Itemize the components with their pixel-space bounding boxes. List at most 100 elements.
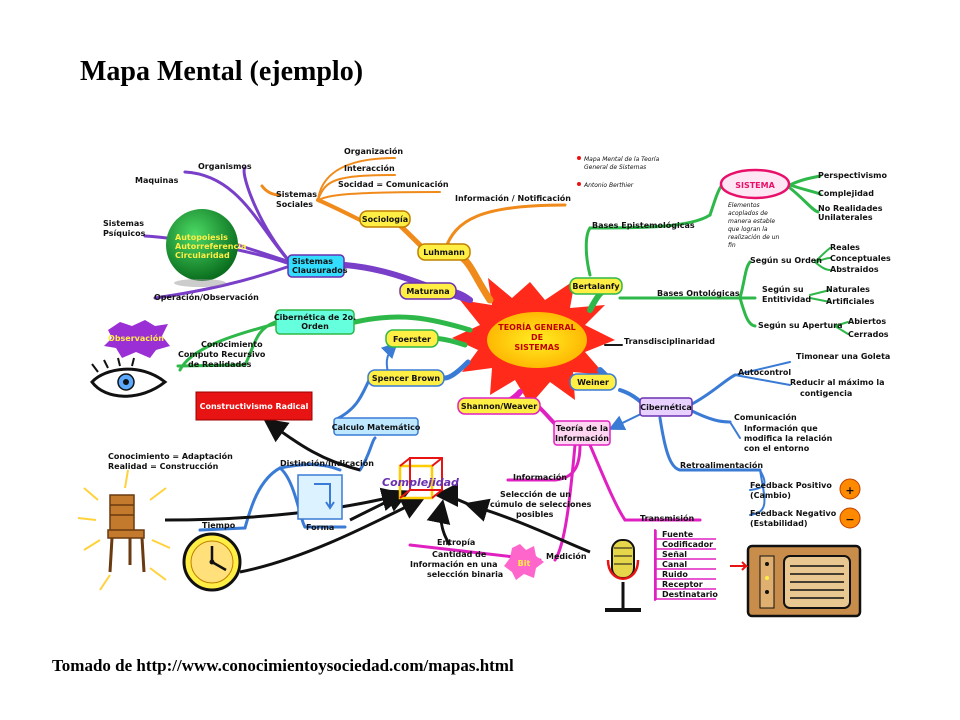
eye-icon xyxy=(90,357,168,398)
node-teoria-informacion: Teoría de la Información xyxy=(553,420,611,446)
svg-text:acoplados de: acoplados de xyxy=(728,210,768,217)
label-informacion-modifica-1: Información que xyxy=(744,423,818,433)
label-conocimiento-adaptacion: Conocimiento = Adaptación xyxy=(108,451,233,461)
right-connectors xyxy=(408,174,849,601)
plus-icon: + xyxy=(845,484,854,497)
label-transmision: Transmisión xyxy=(640,513,694,523)
node-shannon: Shannon/Weaver xyxy=(457,397,541,415)
label-maquinas: Maquinas xyxy=(135,176,179,185)
node-luhmann: Luhmann xyxy=(417,243,471,261)
svg-text:realización de un: realización de un xyxy=(728,234,780,241)
label-no-realidades-2: Unilaterales xyxy=(818,213,873,222)
source-caption: Tomado de http://www.conocimientoysocied… xyxy=(52,656,514,675)
label-abiertos: Abiertos xyxy=(848,317,886,326)
label-conocimiento-3: de Realidades xyxy=(188,360,252,369)
svg-text:Cibernética: Cibernética xyxy=(640,402,692,412)
label-timonear: Timonear una Goleta xyxy=(796,352,890,361)
label-sociedad: Socidad = Comunicación xyxy=(338,179,449,189)
label-artificiales: Artificiales xyxy=(826,297,875,306)
label-sistemas-psiquicos-1: Sistemas xyxy=(103,219,144,228)
node-sistema: SISTEMA xyxy=(719,168,791,200)
label-entropia: Entropía xyxy=(437,538,475,547)
plus-badge: + xyxy=(839,478,861,500)
label-ruido: Ruido xyxy=(662,570,688,579)
label-organismos: Organismos xyxy=(198,162,252,171)
left-nodes: Organización Interacción Socidad = Comun… xyxy=(77,146,571,592)
node-spencer-brown: Spencer Brown xyxy=(367,369,445,387)
label-informacion: Información xyxy=(513,472,567,482)
label-perspectivismo: Perspectivismo xyxy=(818,171,888,180)
node-autopoiesis: Autopoiesis Autorreferencia Circularidad xyxy=(166,209,246,287)
label-sistemas-sociales-1: Sistemas xyxy=(276,190,317,199)
label-destinatario: Destinatario xyxy=(662,590,718,599)
observacion-badge: Observación xyxy=(104,320,170,358)
svg-text:Constructivismo Radical: Constructivismo Radical xyxy=(200,402,309,411)
note-mapa-1: Mapa Mental de la Teoría xyxy=(584,156,660,163)
label-elementos-1: Elementos xyxy=(728,202,760,209)
node-cibernetica-2o: Cibernética de 2o. Orden xyxy=(274,309,356,335)
label-medicion: Medición xyxy=(546,551,587,561)
transmision-list: Fuente Codificador Señal Canal Ruido Rec… xyxy=(655,530,718,600)
svg-text:posibles: posibles xyxy=(516,510,554,519)
label-fuente: Fuente xyxy=(662,530,694,539)
right-nodes: Mapa Mental de la Teoría General de Sist… xyxy=(410,156,891,618)
clock-icon xyxy=(182,532,242,592)
label-conocimiento-1: Conocimiento xyxy=(201,340,263,349)
label-reales: Reales xyxy=(830,243,860,252)
bit-badge: Bit xyxy=(504,544,544,580)
center-label-2: DE xyxy=(531,333,543,342)
node-constructivismo: Constructivismo Radical xyxy=(195,391,313,421)
microphone-icon xyxy=(605,539,641,612)
label-senal: Señal xyxy=(662,550,687,559)
label-distincion: Distinción/Indicación xyxy=(280,458,374,468)
label-observacion: Observación xyxy=(108,333,164,343)
svg-text:(Cambio): (Cambio) xyxy=(750,491,791,500)
svg-text:Shannon/Weaver: Shannon/Weaver xyxy=(461,402,537,411)
svg-text:(Estabilidad): (Estabilidad) xyxy=(750,519,808,528)
svg-text:SISTEMA: SISTEMA xyxy=(735,181,775,190)
label-feedback-positivo-1: Feedback Positivo xyxy=(750,481,832,490)
svg-text:Weiner: Weiner xyxy=(577,378,609,387)
node-cibernetica: Cibernética xyxy=(639,397,693,417)
label-tiempo: Tiempo xyxy=(202,521,236,530)
cube-icon xyxy=(398,457,443,500)
node-sociologia: Sociología xyxy=(359,210,411,228)
label-codificador: Codificador xyxy=(662,540,713,549)
label-informacion-notificacion: Información / Notificación xyxy=(455,193,571,203)
svg-text:que logran la: que logran la xyxy=(728,226,768,233)
svg-text:selección binaria: selección binaria xyxy=(427,569,503,579)
node-foerster: Foerster xyxy=(385,329,439,348)
svg-text:Autopoiesis: Autopoiesis xyxy=(175,233,228,242)
label-autocontrol: Autocontrol xyxy=(738,368,791,377)
label-abstraidos: Abstraidos xyxy=(830,265,879,274)
radio-icon xyxy=(730,544,862,618)
node-calculo: Calculo Matemático xyxy=(332,417,421,436)
label-segun-entitividad-1: Según su xyxy=(762,285,804,294)
svg-text:Teoría de la: Teoría de la xyxy=(556,424,608,433)
note-mapa-2: General de Sistemas xyxy=(584,164,646,171)
label-conceptuales: Conceptuales xyxy=(830,254,891,263)
label-reducir-2: contigencia xyxy=(800,389,852,398)
page-title: Mapa Mental (ejemplo) xyxy=(80,56,364,87)
svg-text:Spencer Brown: Spencer Brown xyxy=(372,374,440,383)
label-complejidad-left: Complejidad xyxy=(382,476,459,489)
node-maturana: Maturana xyxy=(399,282,457,300)
node-weiner: Weiner xyxy=(569,373,617,391)
svg-text:Maturana: Maturana xyxy=(406,287,449,296)
label-reducir-1: Reducir al máximo la xyxy=(790,378,885,387)
forma-box-icon xyxy=(297,474,343,520)
label-segun-apertura: Según su Apertura xyxy=(758,321,842,330)
label-cantidad-1: Cantidad de xyxy=(432,550,487,559)
label-segun-orden: Según su Orden xyxy=(750,256,822,265)
label-receptor: Receptor xyxy=(662,580,703,589)
label-forma: Forma xyxy=(306,523,334,532)
svg-text:Luhmann: Luhmann xyxy=(423,248,465,257)
svg-text:Cibernética de 2o.: Cibernética de 2o. xyxy=(274,312,356,322)
note-author: Antonio Berthier xyxy=(583,182,634,189)
svg-text:con el entorno: con el entorno xyxy=(744,444,810,453)
label-organizacion: Organización xyxy=(344,146,403,156)
svg-text:Información: Información xyxy=(555,433,609,443)
label-transdisciplinariedad: Transdisciplinaridad xyxy=(624,337,715,346)
label-segun-entitividad-2: Entitividad xyxy=(762,295,811,304)
